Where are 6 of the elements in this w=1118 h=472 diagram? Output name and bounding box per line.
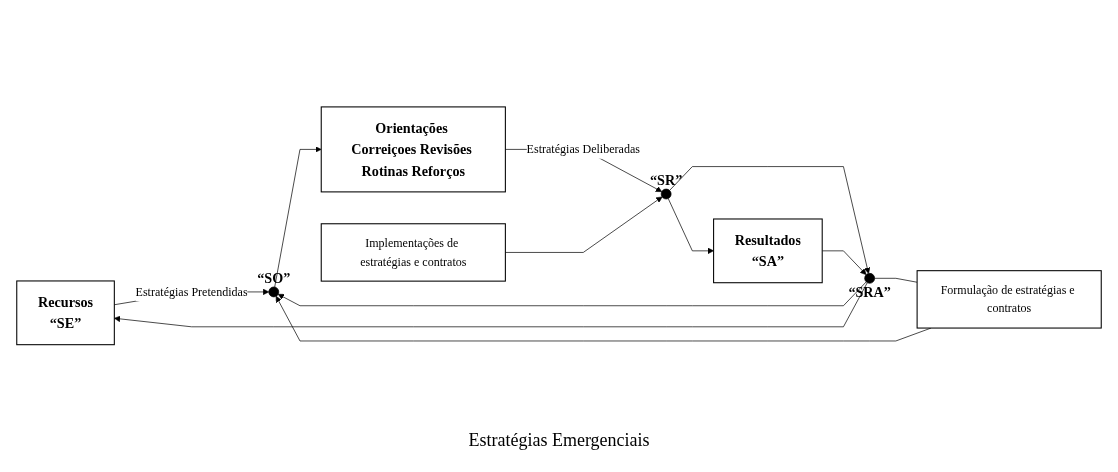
edge-label: Estratégias Pretendidas <box>135 284 248 299</box>
note-text: Estratégias Emergenciais <box>468 430 650 450</box>
junction-label: “SRA” <box>848 284 891 301</box>
junction-label: “SR” <box>650 171 683 188</box>
junction-label: “SO” <box>257 269 291 286</box>
edge-label: Estratégias Deliberadas <box>526 142 640 156</box>
